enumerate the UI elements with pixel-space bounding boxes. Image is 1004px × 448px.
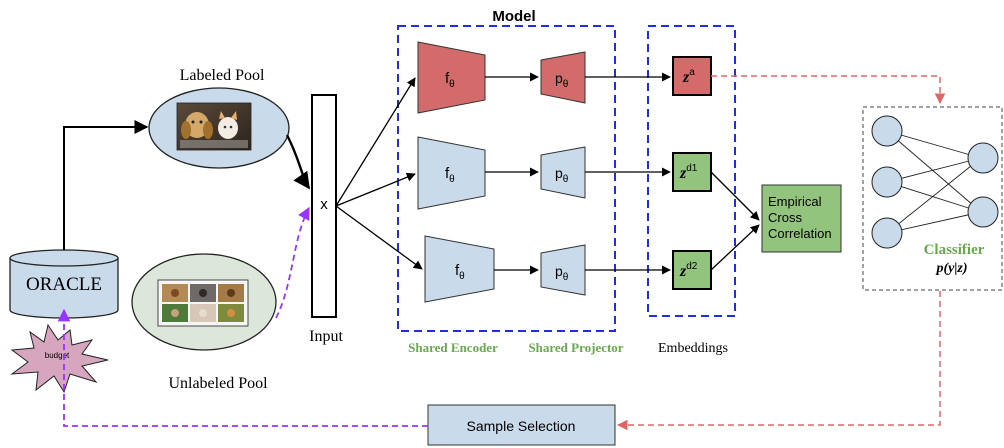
selection-to-oracle-arrow [57, 308, 428, 427]
projector-middle-subscript: θ [563, 174, 569, 185]
projector-middle: pθ [540, 146, 586, 199]
embedding-za-symbol: z [682, 69, 690, 86]
sample-selection-box[interactable]: Sample Selection [427, 404, 616, 446]
embedding-zd1-superscript: d1 [686, 163, 698, 174]
zd2-to-correlation-arrow [710, 224, 760, 271]
svg-text:zd1: zd1 [679, 163, 698, 182]
model-title: Model [492, 8, 535, 25]
projector-top-symbol: p [555, 70, 563, 86]
input-neuron [871, 217, 903, 249]
input-to-encoder-top-arrow [335, 77, 416, 207]
encoder-bottom: fθ [424, 235, 495, 303]
oracle-to-labeled-arrow [63, 120, 149, 250]
svg-text:zd2: zd2 [679, 261, 698, 280]
unlabeled-to-input-arrow [275, 206, 310, 319]
projector-top: pθ [540, 51, 586, 104]
projector-bottom: pθ [540, 244, 586, 296]
purple-dashed-arrows [57, 206, 428, 427]
input-neuron [871, 166, 903, 198]
cross-correlation-box: Empirical Cross Correlation [761, 184, 842, 253]
svg-text:pθ: pθ [555, 70, 569, 90]
embedding-zd1-symbol: z [679, 165, 687, 182]
svg-text:za: za [682, 67, 695, 86]
shared-projector-caption: Shared Projector [528, 340, 623, 355]
budget-label: budget [45, 351, 70, 360]
projector-bottom-symbol: p [555, 263, 563, 279]
output-neuron [967, 142, 999, 174]
oracle-label: ORACLE [26, 274, 102, 295]
classifier-title: Classifier [924, 242, 985, 258]
red-dashed-arrows [616, 75, 946, 431]
svg-text:pθ: pθ [555, 165, 569, 185]
embedding-zd2-superscript: d2 [686, 261, 698, 272]
encoder-bottom-subscript: θ [459, 271, 465, 282]
classifier-formula: p(y|z) [935, 261, 967, 276]
encoder-top-subscript: θ [449, 79, 455, 90]
svg-text:fθ: fθ [445, 70, 455, 90]
svg-text:fθ: fθ [445, 165, 455, 185]
encoder-bottom-symbol: f [455, 262, 460, 279]
embeddings-caption: Embeddings [658, 341, 728, 356]
flow-arrows [63, 72, 760, 275]
unlabeled-pool-image-grid [157, 279, 249, 327]
correlation-line1: Empirical [768, 194, 822, 209]
embedding-za: za [672, 56, 712, 96]
input-to-encoder-middle-arrow [335, 172, 416, 207]
output-neuron [967, 196, 999, 228]
budget-starburst: budget [10, 323, 109, 394]
labeled-to-input-arrow [285, 134, 311, 190]
embeddings-box [647, 25, 736, 317]
embedding-zd2-symbol: z [679, 263, 687, 280]
sample-selection-label: Sample Selection [467, 418, 576, 434]
svg-text:fθ: fθ [455, 262, 465, 282]
input-neuron [871, 115, 903, 147]
encoder-top: fθ [417, 41, 486, 114]
zd1-to-correlation-arrow [710, 171, 760, 221]
input-to-encoder-bottom-arrow [335, 205, 423, 270]
shared-encoder-caption: Shared Encoder [408, 340, 498, 355]
encoder-middle-subscript: θ [449, 174, 455, 185]
projector-top-subscript: θ [563, 79, 569, 90]
encoder-middle: fθ [417, 136, 486, 210]
input-symbol: x [320, 196, 328, 213]
classifier-network [871, 115, 999, 249]
labeled-pool-image [176, 102, 252, 151]
svg-text:pθ: pθ [555, 263, 569, 283]
correlation-line3: Correlation [768, 226, 832, 241]
embedding-zd2: zd2 [672, 250, 712, 290]
projector-middle-symbol: p [555, 165, 563, 181]
oracle-database[interactable]: ORACLE [9, 249, 119, 319]
embedding-zd1: zd1 [672, 152, 712, 192]
labeled-pool-title: Labeled Pool [180, 67, 265, 84]
encoder-top-symbol: f [445, 70, 450, 87]
unlabeled-pool-title: Unlabeled Pool [168, 375, 268, 392]
input-caption: Input [309, 328, 343, 345]
embedding-za-superscript: a [689, 67, 695, 78]
model-box [397, 25, 616, 332]
correlation-line2: Cross [768, 210, 802, 225]
za-to-classifier-arrow [711, 75, 946, 105]
projector-bottom-subscript: θ [563, 272, 569, 283]
classifier-to-selection-arrow [616, 291, 941, 431]
encoder-middle-symbol: f [445, 165, 450, 182]
input-bar [311, 94, 337, 318]
